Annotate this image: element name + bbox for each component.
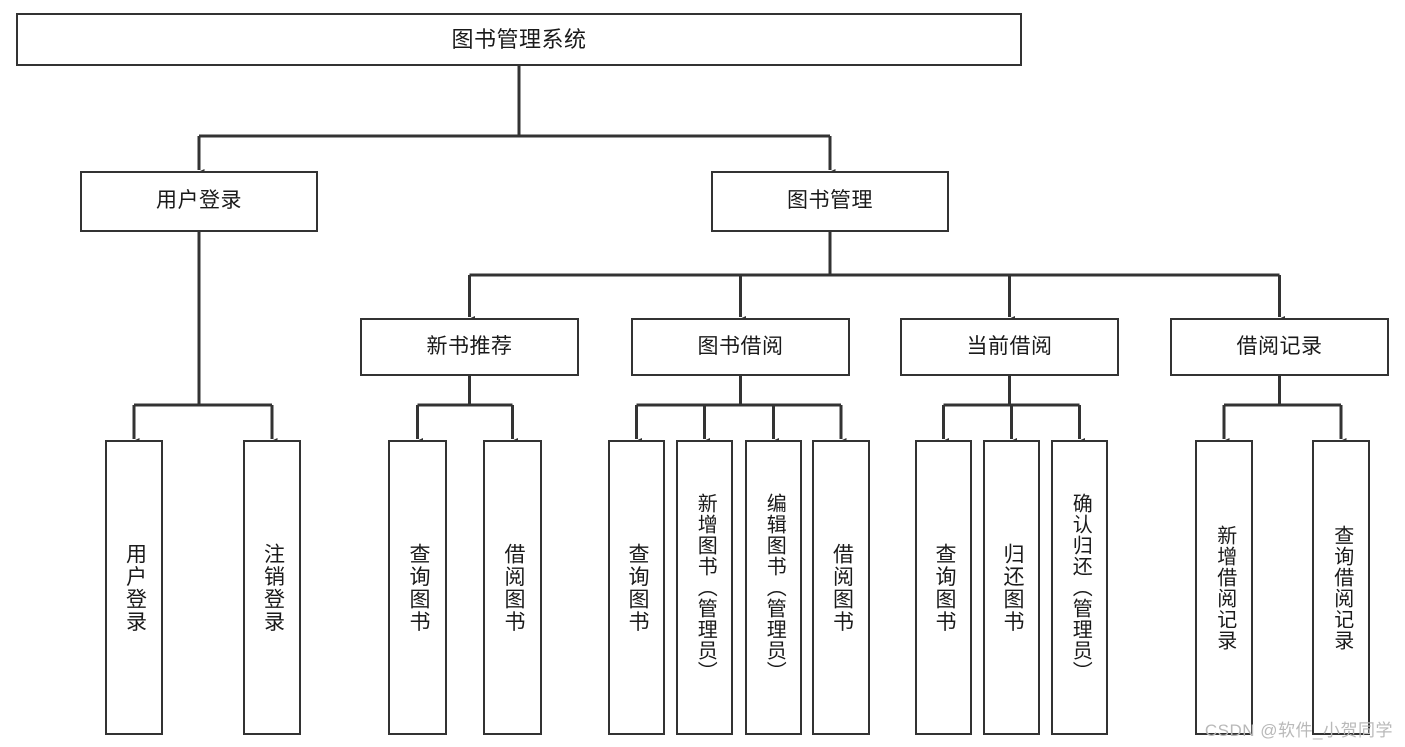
node-label: 查询借阅记录 — [1330, 524, 1353, 651]
node-label: 图书管理系统 — [451, 26, 587, 52]
node-label: 编辑图书（管理员） — [763, 493, 786, 682]
node-label: 借阅图书 — [501, 542, 525, 633]
node-records[interactable]: 借阅记录 — [1170, 318, 1389, 376]
node-label: 查询图书 — [932, 542, 956, 633]
node-bookmgmt[interactable]: 图书管理 — [711, 171, 949, 232]
node-l-confirm[interactable]: 确认归还（管理员） — [1051, 440, 1108, 735]
node-current[interactable]: 当前借阅 — [900, 318, 1119, 376]
node-label: 用户登录 — [156, 189, 242, 213]
node-label: 新书推荐 — [426, 334, 513, 358]
node-label: 归还图书 — [1000, 542, 1024, 633]
node-l-editbook[interactable]: 编辑图书（管理员） — [745, 440, 802, 735]
node-l-qbook2[interactable]: 查询图书 — [608, 440, 665, 735]
node-root[interactable]: 图书管理系统 — [16, 13, 1022, 66]
node-l-logout[interactable]: 注销登录 — [243, 440, 301, 735]
node-l-addbook[interactable]: 新增图书（管理员） — [676, 440, 733, 735]
node-label: 查询图书 — [625, 542, 649, 633]
node-label: 用户登录 — [123, 542, 147, 633]
node-label: 借阅图书 — [830, 542, 854, 633]
node-l-bbook2[interactable]: 借阅图书 — [812, 440, 870, 735]
node-label: 图书管理 — [787, 189, 873, 213]
node-l-return[interactable]: 归还图书 — [983, 440, 1040, 735]
node-label: 借阅记录 — [1236, 334, 1323, 358]
node-label: 确认归还（管理员） — [1069, 493, 1092, 682]
node-label: 图书借阅 — [697, 334, 784, 358]
node-l-qbook3[interactable]: 查询图书 — [915, 440, 972, 735]
node-l-qbook1[interactable]: 查询图书 — [388, 440, 447, 735]
node-label: 注销登录 — [261, 542, 285, 633]
node-borrow[interactable]: 图书借阅 — [631, 318, 850, 376]
node-l-qrec[interactable]: 查询借阅记录 — [1312, 440, 1370, 735]
node-l-addrec[interactable]: 新增借阅记录 — [1195, 440, 1253, 735]
node-label: 新增借阅记录 — [1213, 524, 1236, 651]
node-label: 新增图书（管理员） — [694, 493, 717, 682]
watermark: CSDN @软件_小贺同学 — [1204, 721, 1393, 740]
node-l-login[interactable]: 用户登录 — [105, 440, 163, 735]
node-label: 当前借阅 — [966, 334, 1053, 358]
node-newbook[interactable]: 新书推荐 — [360, 318, 579, 376]
node-label: 查询图书 — [406, 542, 430, 633]
node-l-bbook1[interactable]: 借阅图书 — [483, 440, 542, 735]
node-login[interactable]: 用户登录 — [80, 171, 318, 232]
